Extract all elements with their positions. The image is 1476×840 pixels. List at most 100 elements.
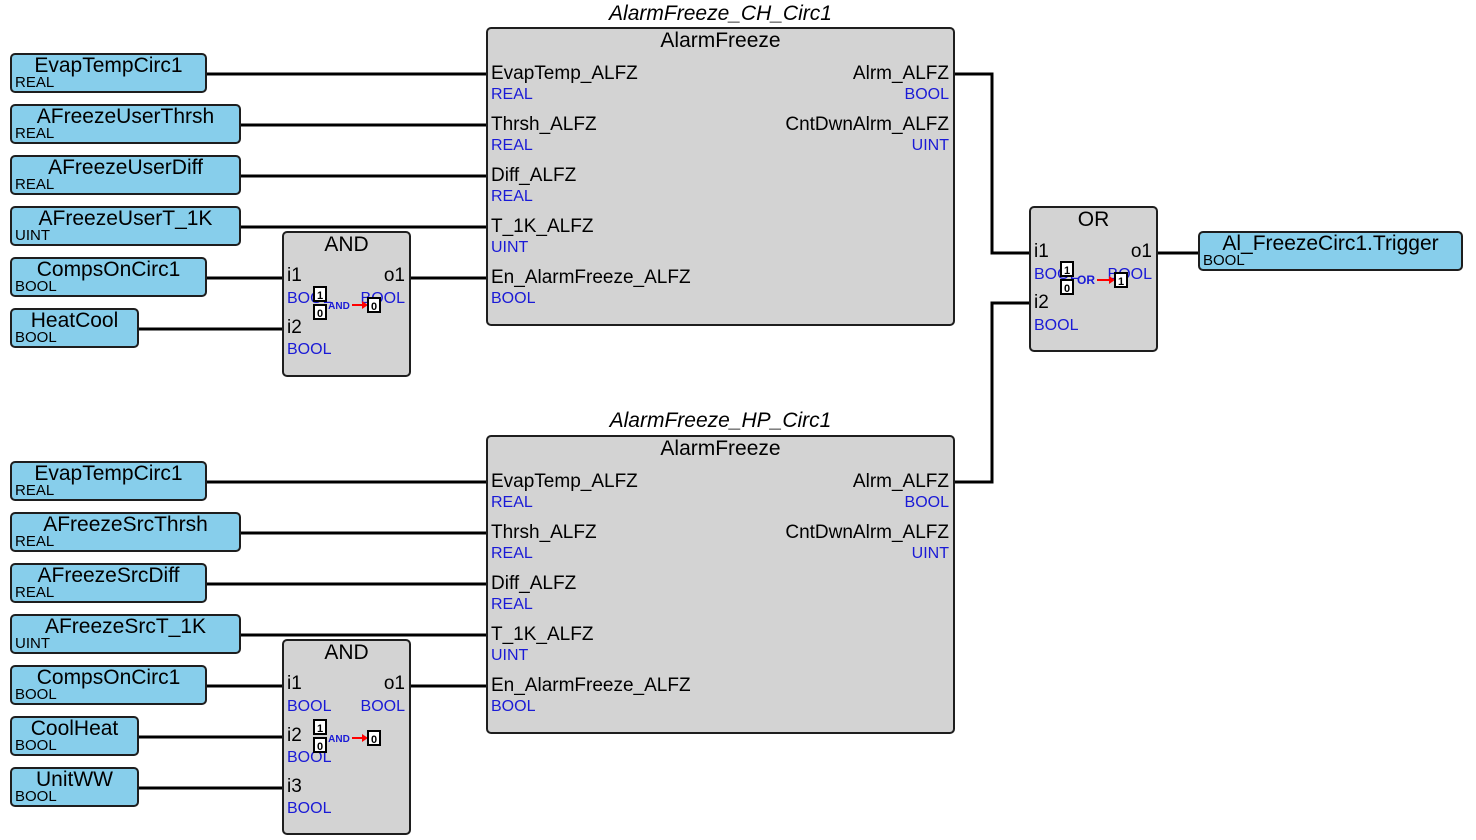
input-pin-name: i1 (1034, 241, 1049, 262)
variable-name: AFreezeUserT_1K (38, 207, 213, 230)
and-block[interactable]: AND i1 BOOL i2 BOOL i3 BOOL o1 BOOL 1 0 … (282, 639, 411, 835)
input-variable[interactable]: EvapTempCirc1 REAL (10, 461, 207, 501)
input-pin-name: i3 (287, 776, 302, 797)
output-pin-type: UINT (911, 137, 949, 154)
variable-type: BOOL (15, 329, 57, 346)
block-instance-name: AlarmFreeze_CH_Circ1 (609, 2, 832, 25)
icon-output-value: 0 (371, 734, 377, 746)
input-pin-type: REAL (491, 86, 533, 103)
output-pin-type: BOOL (360, 698, 405, 715)
variable-type: REAL (15, 125, 55, 142)
block-instance-name: AlarmFreeze_HP_Circ1 (609, 409, 832, 432)
input-pin-name: Diff_ALFZ (491, 573, 577, 594)
variable-type: UINT (15, 635, 50, 652)
variable-name: Al_FreezeCirc1.Trigger (1222, 232, 1439, 255)
variable-type: REAL (15, 533, 55, 550)
or-block[interactable]: OR i1 BOOL i2 BOOL o1 BOOL 1 0 OR 1 (1029, 206, 1158, 352)
input-pin-type: UINT (491, 647, 529, 664)
variable-type: REAL (15, 176, 55, 193)
and-block[interactable]: AND i1 BOOL i2 BOOL o1 BOOL 1 0 AND 0 (282, 231, 411, 377)
input-pin-type: BOOL (287, 341, 332, 358)
input-pin-type: BOOL (287, 698, 332, 715)
input-pin-name: T_1K_ALFZ (491, 216, 594, 237)
input-variable[interactable]: EvapTempCirc1 REAL (10, 53, 207, 93)
alarm-freeze-block[interactable]: AlarmFreeze EvapTemp_ALFZ REAL Thrsh_ALF… (486, 435, 955, 734)
input-pin-name: Thrsh_ALFZ (491, 522, 597, 543)
icon-input-value: 0 (317, 308, 323, 320)
variable-type: UINT (15, 227, 50, 244)
variable-name: AFreezeSrcDiff (37, 564, 180, 587)
variable-name: AFreezeUserThrsh (36, 105, 215, 128)
input-pin-name: Thrsh_ALFZ (491, 114, 597, 135)
variable-type: REAL (15, 74, 55, 91)
variable-type: BOOL (1203, 252, 1245, 269)
input-pin-type: UINT (491, 239, 529, 256)
variable-name: AFreezeUserDiff (48, 156, 203, 179)
variable-name: UnitWW (36, 768, 113, 791)
input-variable[interactable]: UnitWW BOOL (10, 767, 139, 807)
variable-type: REAL (15, 482, 55, 499)
wire (954, 301, 1031, 484)
icon-gate-label: AND (328, 734, 350, 745)
input-pin-type: BOOL (287, 800, 332, 817)
input-variable[interactable]: CompsOnCirc1 BOOL (10, 665, 207, 705)
input-variable[interactable]: AFreezeSrcT_1K UINT (10, 614, 241, 654)
icon-input-value: 1 (1064, 265, 1070, 277)
input-pin-name: T_1K_ALFZ (491, 624, 594, 645)
input-pin-type: REAL (491, 494, 533, 511)
output-variable[interactable]: Al_FreezeCirc1.Trigger BOOL (1198, 231, 1463, 271)
input-pin-type: REAL (491, 545, 533, 562)
variable-type: REAL (15, 584, 55, 601)
and-gate-icon: 1 0 AND 0 (313, 719, 381, 753)
output-pin-name: CntDwnAlrm_ALFZ (785, 522, 949, 543)
output-pin-name: Alrm_ALFZ (852, 63, 949, 84)
input-pin-name: EvapTemp_ALFZ (491, 63, 638, 84)
input-variable[interactable]: HeatCool BOOL (10, 308, 139, 348)
input-pin-type: REAL (491, 137, 533, 154)
icon-gate-label: OR (1077, 273, 1095, 287)
and-gate-icon: 1 0 AND 0 (313, 286, 381, 320)
output-pin-type: BOOL (904, 494, 949, 511)
input-variable[interactable]: CoolHeat BOOL (10, 716, 139, 756)
block-type-title: AlarmFreeze (660, 437, 781, 460)
input-pin-name: i1 (287, 673, 302, 694)
input-pin-name: En_AlarmFreeze_ALFZ (491, 675, 691, 696)
variable-name: AFreezeSrcThrsh (43, 513, 208, 536)
variable-name: CoolHeat (30, 717, 119, 740)
input-pin-name: Diff_ALFZ (491, 165, 577, 186)
variable-name: CompsOnCirc1 (36, 666, 181, 689)
variable-name: EvapTempCirc1 (34, 54, 183, 77)
block-type-title: AlarmFreeze (660, 29, 781, 52)
input-pin-type: BOOL (1034, 317, 1079, 334)
input-variable[interactable]: CompsOnCirc1 BOOL (10, 257, 207, 297)
variable-type: BOOL (15, 737, 57, 754)
input-pin-name: i2 (287, 725, 302, 746)
input-pin-name: i2 (287, 317, 302, 338)
input-variable[interactable]: AFreezeSrcDiff REAL (10, 563, 207, 603)
input-pin-type: BOOL (491, 290, 536, 307)
variable-name: EvapTempCirc1 (34, 462, 183, 485)
output-pin-name: Alrm_ALFZ (852, 471, 949, 492)
input-variable[interactable]: AFreezeUserThrsh REAL (10, 104, 241, 144)
input-pin-name: i1 (287, 265, 302, 286)
icon-output-value: 1 (1118, 276, 1124, 288)
output-pin-name: o1 (1130, 241, 1152, 262)
input-variable[interactable]: AFreezeUserDiff REAL (10, 155, 241, 195)
input-pin-type: REAL (491, 596, 533, 613)
variable-type: BOOL (15, 686, 57, 703)
icon-input-value: 1 (317, 723, 323, 735)
input-pin-name: EvapTemp_ALFZ (491, 471, 638, 492)
variable-name: CompsOnCirc1 (36, 258, 181, 281)
icon-gate-label: AND (328, 301, 350, 312)
alarm-freeze-block[interactable]: AlarmFreeze EvapTemp_ALFZ REAL Thrsh_ALF… (486, 27, 955, 326)
or-gate-icon: 1 0 OR 1 (1060, 261, 1128, 295)
icon-input-value: 0 (1064, 283, 1070, 295)
wire (954, 72, 1031, 255)
input-variable[interactable]: AFreezeSrcThrsh REAL (10, 512, 241, 552)
input-variable[interactable]: AFreezeUserT_1K UINT (10, 206, 241, 246)
variable-type: BOOL (15, 788, 57, 805)
variable-type: BOOL (15, 278, 57, 295)
block-type-title: AND (324, 641, 369, 664)
block-type-title: AND (324, 233, 369, 256)
